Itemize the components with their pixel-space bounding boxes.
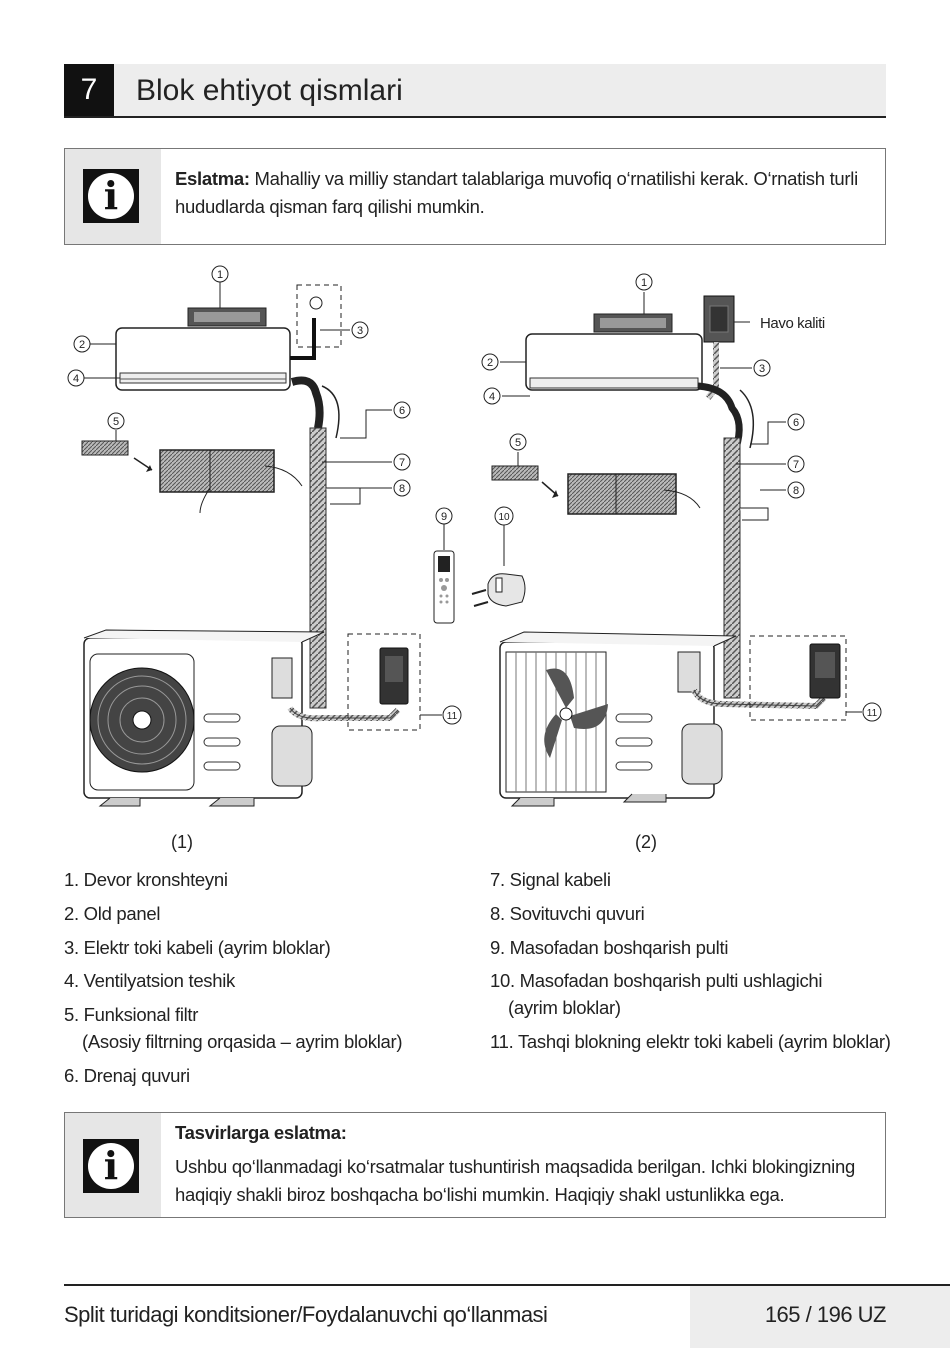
callout-labels: 1 2 3 4 5 6 7 8 9 10 11 1 2 3 4 5 6 7 8 … bbox=[73, 269, 878, 722]
callout-7-b: 7 bbox=[793, 459, 799, 471]
callout-3: 3 bbox=[357, 325, 363, 337]
page-number-background bbox=[690, 1286, 950, 1348]
legend-item-subtext: (Asosiy filtrning orqasida – ayrim blokl… bbox=[82, 1031, 403, 1052]
illustration-note-box: i Tasvirlarga eslatma: Ushbu qo‘llanmada… bbox=[64, 1112, 886, 1218]
legend-item: 9. Masofadan boshqarish pulti bbox=[490, 937, 729, 958]
legend-item: 7. Signal kabeli bbox=[490, 869, 611, 890]
callout-11-b: 11 bbox=[867, 708, 878, 719]
footer-title: Split turidagi konditsioner/Foydalanuvch… bbox=[64, 1302, 548, 1327]
note-body: Mahalliy va milliy standart talablariga … bbox=[175, 168, 858, 217]
callout-11: 11 bbox=[447, 711, 458, 722]
section-title: Blok ehtiyot qismlari bbox=[136, 74, 403, 107]
footer-divider bbox=[64, 1284, 950, 1286]
legend-item: 8. Sovituvchi quvuri bbox=[490, 903, 645, 924]
callout-1-b: 1 bbox=[641, 277, 647, 289]
callout-6: 6 bbox=[399, 405, 405, 417]
callout-1: 1 bbox=[217, 269, 223, 281]
info-icon: i bbox=[83, 169, 139, 223]
legend-item: 6. Drenaj quvuri bbox=[64, 1065, 190, 1086]
panel-2-label: (2) bbox=[635, 832, 657, 852]
legend-item: 1. Devor kronshteyni bbox=[64, 869, 228, 890]
parts-illustration: 1 2 3 4 5 6 7 8 9 10 11 1 2 3 4 5 6 7 8 … bbox=[60, 258, 900, 858]
section-header: 7 Blok ehtiyot qismlari bbox=[64, 64, 886, 118]
note-label: Eslatma: bbox=[175, 168, 250, 189]
legend-item: 2. Old panel bbox=[64, 903, 161, 924]
panel-1-diagram bbox=[81, 282, 445, 807]
note-icon-column: i bbox=[65, 1113, 161, 1217]
note-label: Tasvirlarga eslatma: bbox=[175, 1122, 347, 1143]
callout-5-b: 5 bbox=[515, 437, 521, 449]
legend-item: 10. Masofadan boshqarish pulti ushlagich… bbox=[490, 967, 823, 1021]
note-icon-column: i bbox=[65, 149, 161, 244]
callout-8-b: 8 bbox=[793, 485, 799, 497]
callout-4: 4 bbox=[73, 373, 79, 385]
note-body: Ushbu qo‘llanmadagi ko‘rsatmalar tushunt… bbox=[175, 1156, 855, 1205]
callout-4-b: 4 bbox=[489, 391, 495, 403]
legend-item: 11. Tashqi blokning elektr toki kabeli (… bbox=[490, 1031, 891, 1052]
callout-7: 7 bbox=[399, 457, 405, 469]
note-box: i Eslatma: Mahalliy va milliy standart t… bbox=[64, 148, 886, 245]
section-number: 7 bbox=[64, 64, 114, 116]
callout-2-b: 2 bbox=[487, 357, 493, 369]
legend-item-text: 5. Funksional filtr bbox=[64, 1004, 199, 1025]
callout-8: 8 bbox=[399, 483, 405, 495]
panel-1-label: (1) bbox=[171, 832, 193, 852]
page-number: 165 / 196 UZ bbox=[764, 1302, 887, 1327]
callout-6-b: 6 bbox=[793, 417, 799, 429]
legend-item: 5. Funksional filtr (Asosiy filtrning or… bbox=[64, 1001, 403, 1055]
legend-item-subtext: (ayrim bloklar) bbox=[508, 997, 621, 1018]
legend-item-text: 10. Masofadan boshqarish pulti ushlagich… bbox=[490, 970, 823, 991]
callout-3-b: 3 bbox=[759, 363, 765, 375]
callout-5: 5 bbox=[113, 416, 119, 428]
panel-2-diagram bbox=[491, 292, 862, 807]
legend-item: 4. Ventilyatsion teshik bbox=[64, 970, 236, 991]
callout-2: 2 bbox=[79, 339, 85, 351]
callout-10: 10 bbox=[498, 512, 510, 523]
info-icon: i bbox=[83, 1139, 139, 1193]
legend-item: 3. Elektr toki kabeli (ayrim bloklar) bbox=[64, 937, 331, 958]
note-text: Eslatma: Mahalliy va milliy standart tal… bbox=[175, 165, 861, 221]
callout-9: 9 bbox=[441, 511, 447, 523]
remote-and-holder bbox=[433, 524, 526, 624]
note-heading: Tasvirlarga eslatma: bbox=[175, 1119, 861, 1147]
air-switch-label: Havo kaliti bbox=[760, 315, 825, 332]
